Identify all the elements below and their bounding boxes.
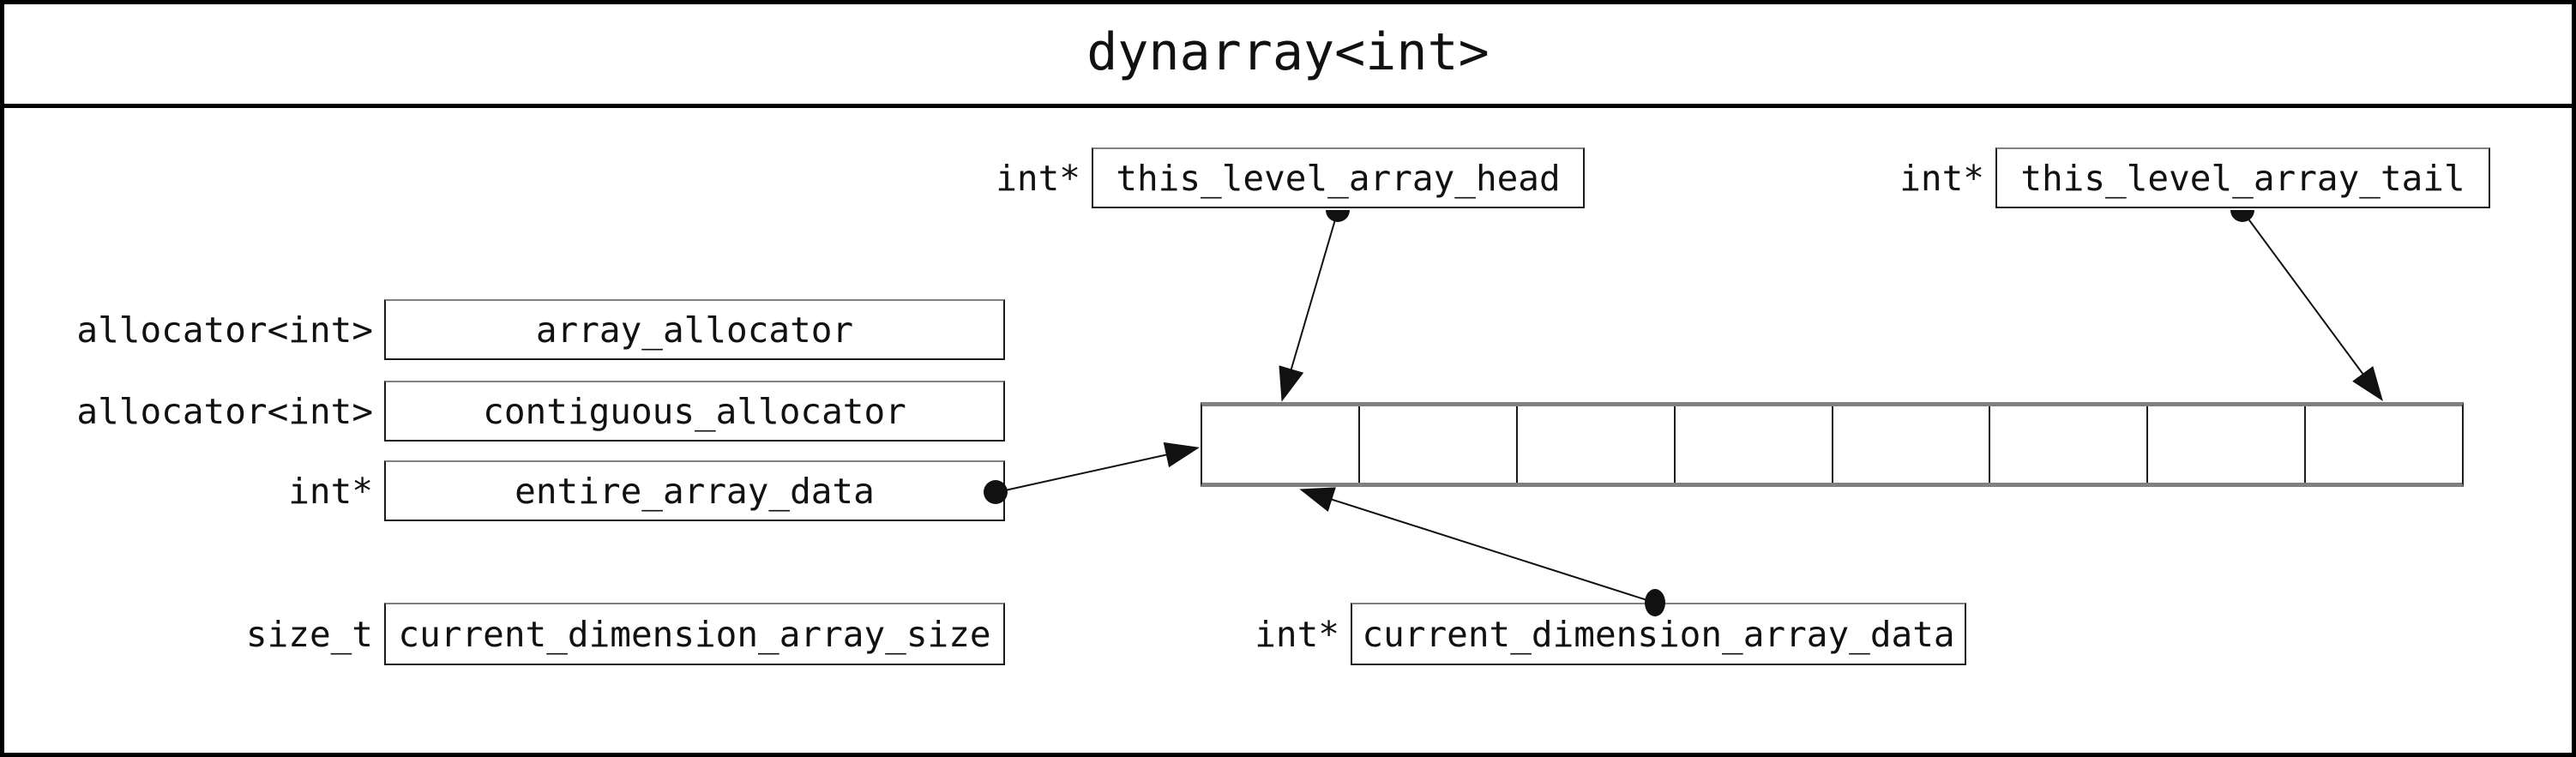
field-current-dimension-array-size: size_t current_dimension_array_size	[24, 603, 1005, 665]
tail-pointer-arrow	[2242, 210, 2383, 402]
field-entire-array-data: int* entire_array_data	[24, 460, 1005, 521]
array-cell	[1359, 406, 1518, 483]
array-cell	[2148, 406, 2307, 483]
field-name-box: array_allocator	[384, 299, 1005, 360]
array-cells	[1201, 402, 2464, 487]
field-name-box: current_dimension_array_data	[1351, 603, 1966, 665]
array-cell	[1202, 406, 1360, 483]
array-cell	[1990, 406, 2149, 483]
field-array-allocator: allocator<int> array_allocator	[24, 299, 1005, 360]
array-cell	[1517, 406, 1676, 483]
field-name-box: this_level_array_head	[1092, 147, 1585, 208]
diagram-title: dynarray<int>	[1086, 21, 1490, 82]
head-pointer-origin-dot	[1326, 210, 1350, 222]
head-pointer-arrow	[1279, 210, 1339, 402]
field-name-box: current_dimension_array_size	[384, 603, 1005, 665]
field-type-label: int*	[1899, 157, 1984, 199]
array-cell	[2306, 406, 2462, 483]
array-cell	[1833, 406, 1991, 483]
field-contiguous-allocator: allocator<int> contiguous_allocator	[24, 381, 1005, 442]
field-name-box: contiguous_allocator	[384, 381, 1005, 442]
field-current-dimension-array-data: int* current_dimension_array_data	[990, 603, 1966, 665]
field-type-label: int*	[996, 157, 1080, 199]
field-name-box: this_level_array_tail	[1995, 147, 2490, 208]
current-dimension-data-pointer-arrow	[1299, 487, 1656, 604]
field-type-label: allocator<int>	[76, 309, 373, 351]
array-cell	[1675, 406, 1833, 483]
field-type-label: allocator<int>	[76, 390, 373, 432]
field-this-level-array-head: int* this_level_array_head	[731, 147, 1585, 208]
field-type-label: size_t	[245, 613, 373, 655]
field-type-label: int*	[1255, 613, 1339, 655]
tail-pointer-origin-dot	[2230, 210, 2254, 222]
diagram-title-bar: dynarray<int>	[0, 0, 2576, 108]
entire-array-data-pointer-arrow	[996, 442, 1200, 493]
field-name-box: entire_array_data	[384, 460, 1005, 521]
field-this-level-array-tail: int* this_level_array_tail	[1635, 147, 2490, 208]
field-type-label: int*	[288, 470, 373, 512]
